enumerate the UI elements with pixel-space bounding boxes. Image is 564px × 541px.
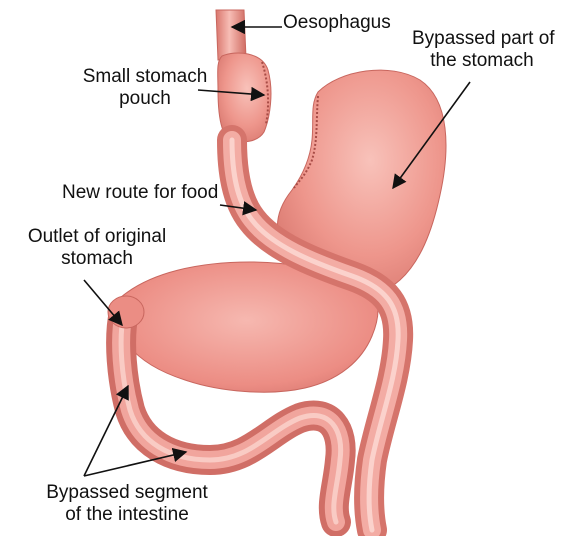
label-bypassed-stomach-line2: the stomach	[412, 50, 552, 72]
label-outlet-line2: stomach	[12, 248, 182, 270]
label-new-route: New route for food	[62, 182, 218, 204]
outlet-pylorus	[108, 296, 144, 328]
label-outlet-line1: Outlet of original	[12, 226, 182, 248]
label-small-pouch-line1: Small stomach	[70, 66, 220, 88]
label-bypassed-stomach-line1: Bypassed part of	[412, 28, 552, 50]
label-oesophagus: Oesophagus	[283, 12, 391, 34]
label-small-pouch-line2: pouch	[70, 88, 220, 110]
label-bypassed-stomach: Bypassed part of the stomach	[412, 28, 552, 72]
label-small-pouch: Small stomach pouch	[70, 66, 220, 110]
label-outlet: Outlet of original stomach	[12, 226, 182, 270]
label-bypassed-segment-line1: Bypassed segment	[22, 482, 232, 504]
label-bypassed-segment: Bypassed segment of the intestine	[22, 482, 232, 526]
label-bypassed-segment-line2: of the intestine	[22, 504, 232, 526]
arrow-segment-1	[84, 386, 128, 476]
